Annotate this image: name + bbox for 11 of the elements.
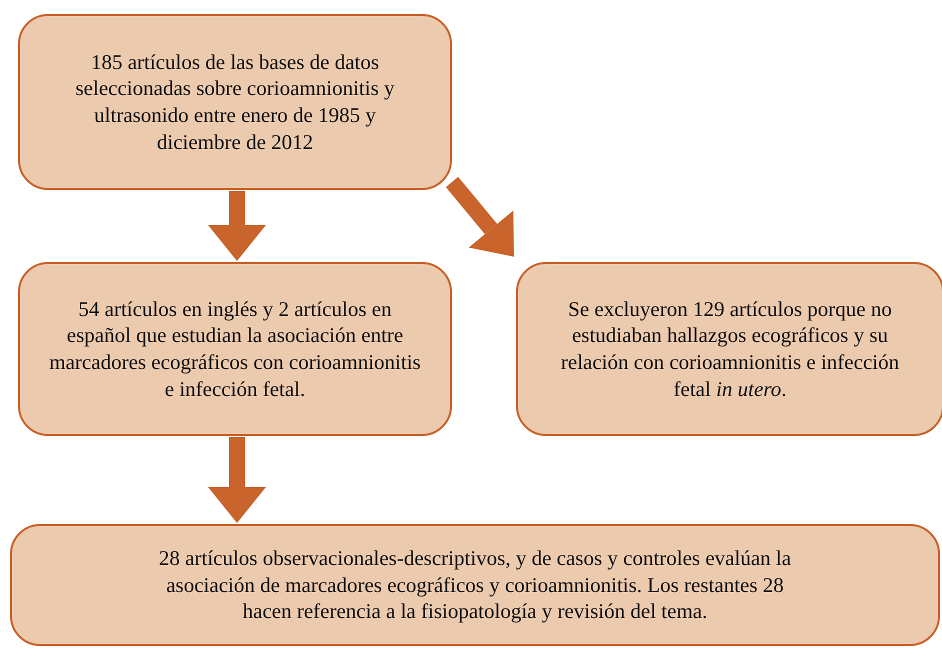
process-box xyxy=(516,262,942,436)
process-box xyxy=(18,262,452,436)
box-text: 28 artículos observacionales-descriptivos, y de casos y controles evalúan la asociación de marcadores ecográficos y corioamnionitis. Los restantes 28 hacen referencia a la fisiopatología y revisión del tema. xyxy=(158,545,792,625)
arrow xyxy=(208,191,266,261)
arrow xyxy=(446,176,514,257)
box-text: 54 artículos en inglés y 2 artículos en español que estudian la asociación entre marcadores ecográficos con corioamnionitis e infección fetal. xyxy=(48,296,422,402)
arrow xyxy=(208,437,266,523)
box-text: 185 artículos de las bases de datos seleccionadas sobre corioamnionitis y ultrasonido entre enero de 1985 y diciembre de 2012 xyxy=(74,48,396,156)
box-text: Se excluyeron 129 artículos porque no estudiaban hallazgos ecográficos y su relación con corioamnionitis e infección fetal in utero. xyxy=(560,296,900,402)
process-box xyxy=(10,524,940,646)
process-box xyxy=(18,14,452,190)
